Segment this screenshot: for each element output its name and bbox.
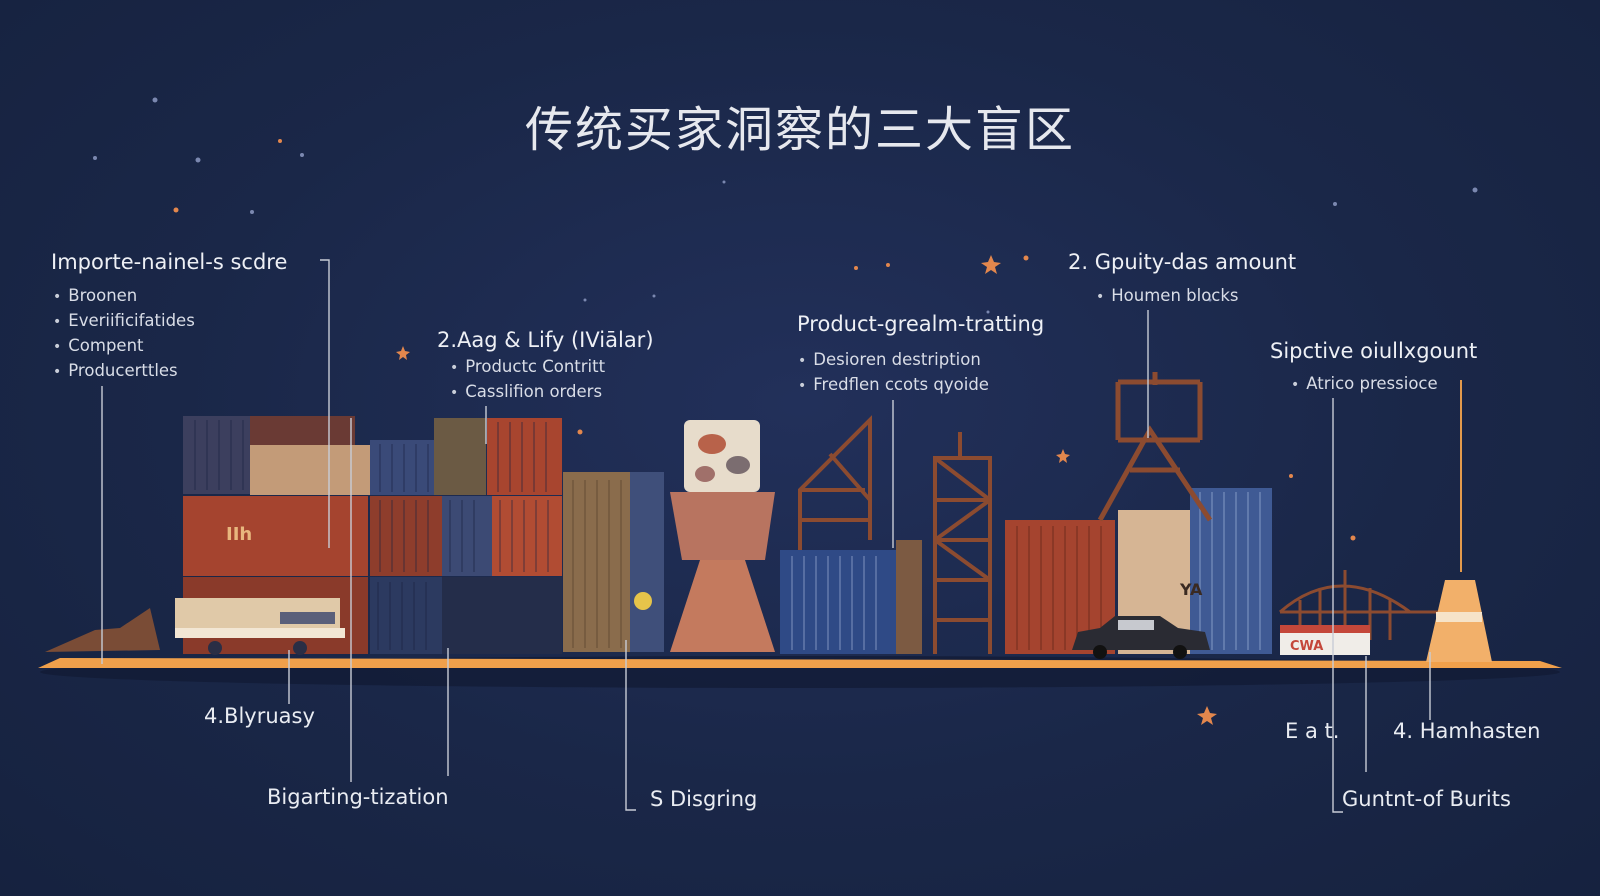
page-title: 传统买家洞察的三大盲区 (524, 102, 1075, 159)
bottom-label-6: Guntnt-of Burits (1342, 787, 1511, 811)
callout-5-bullets: Atrico pressioce (1291, 372, 1437, 397)
orange-sparkles (173, 139, 1356, 725)
callout-4-bullets: Houmen blocks (1096, 284, 1238, 309)
callout-3-bullet: Desioren destription (798, 348, 989, 373)
bridge-right (1279, 570, 1440, 640)
callout-2-bullet: Casslifion orders (450, 380, 605, 405)
callout-3-bullet: Fredflen ccots qyoide (798, 373, 989, 398)
callout-1-bullet: Compent (53, 334, 195, 359)
callout-1-bullets: Broonen Everiificifatides Compent Produc… (53, 284, 195, 384)
callout-2-heading: 2.Aag & Lify (IViālar) (437, 328, 654, 352)
callout-1-bullet: Producerttles (53, 359, 195, 384)
container-marking-ya: YA (1179, 580, 1203, 599)
container-ribs (194, 420, 549, 650)
container-stack-center (563, 472, 664, 652)
crane-middle (798, 415, 992, 654)
container-marking-cwa: CWA (1290, 639, 1323, 654)
container-stack-blue (780, 540, 922, 654)
star-field (93, 97, 1478, 314)
callout-4-bullet: Houmen blocks (1096, 284, 1238, 309)
callout-4-heading: 2. Gpuity-das amount (1068, 250, 1297, 274)
container-marking-lh: IIh (226, 524, 252, 545)
leader-lines (101, 259, 1431, 813)
bottom-label-4: E a t. (1285, 719, 1340, 743)
callout-5-bullet: Atrico pressioce (1291, 372, 1437, 397)
callout-2-bullet: Productc Contritt (450, 355, 605, 380)
bottom-label-2: Bigarting-tization (267, 785, 449, 809)
callout-1-bullet: Broonen (53, 284, 195, 309)
container-stack-left (183, 416, 562, 654)
car-silhouette (1072, 616, 1210, 659)
callout-2-bullets: Productc Contritt Casslifion orders (450, 355, 605, 405)
guard-box (1280, 625, 1370, 655)
callout-3-heading: Product-grealm-tratting (797, 312, 1045, 336)
pedestal-sculpture (670, 420, 775, 652)
callout-5-heading: Sipctive oiullxgount (1270, 339, 1478, 363)
traffic-cone (1426, 580, 1492, 662)
callout-3-bullets: Desioren destription Fredflen ccots qyoi… (798, 348, 989, 398)
derrick-right (1097, 372, 1213, 522)
bottom-label-1: 4.Blyruasy (204, 704, 315, 728)
ground-strip (38, 658, 1562, 668)
bottom-label-3: S Disgring (650, 787, 758, 811)
bottom-label-5: 4. Hamhasten (1393, 719, 1541, 743)
callout-1-heading: Importe-nainel-s scdre (51, 250, 288, 274)
callout-1-bullet: Everiificifatides (53, 309, 195, 334)
